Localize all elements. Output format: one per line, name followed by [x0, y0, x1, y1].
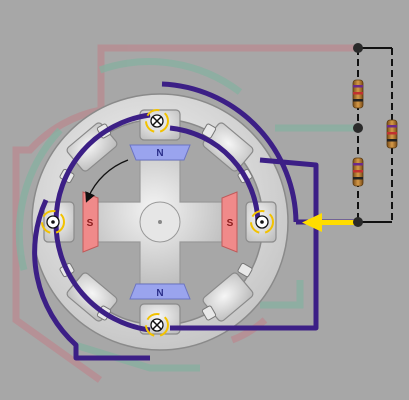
south-pole-label-right: S: [227, 218, 234, 229]
rotor-shaft: [158, 220, 162, 224]
north-pole-label-bottom: N: [156, 288, 163, 299]
resistor-lower-left: [353, 158, 363, 186]
north-pole-label-top: N: [156, 148, 163, 159]
rotor-pole-north-bottom: N: [130, 284, 190, 299]
terminal-middle[interactable]: [353, 123, 363, 133]
south-pole-label-left: S: [87, 218, 94, 229]
rotor-pole-north-top: N: [130, 145, 190, 160]
rotor-pole-south-left: S: [83, 192, 98, 252]
resistor-upper-left: [353, 80, 363, 108]
rotor-pole-south-right: S: [222, 192, 237, 252]
resistor-right: [387, 120, 397, 148]
terminal-top[interactable]: [353, 43, 363, 53]
terminal-bottom[interactable]: [353, 217, 363, 227]
